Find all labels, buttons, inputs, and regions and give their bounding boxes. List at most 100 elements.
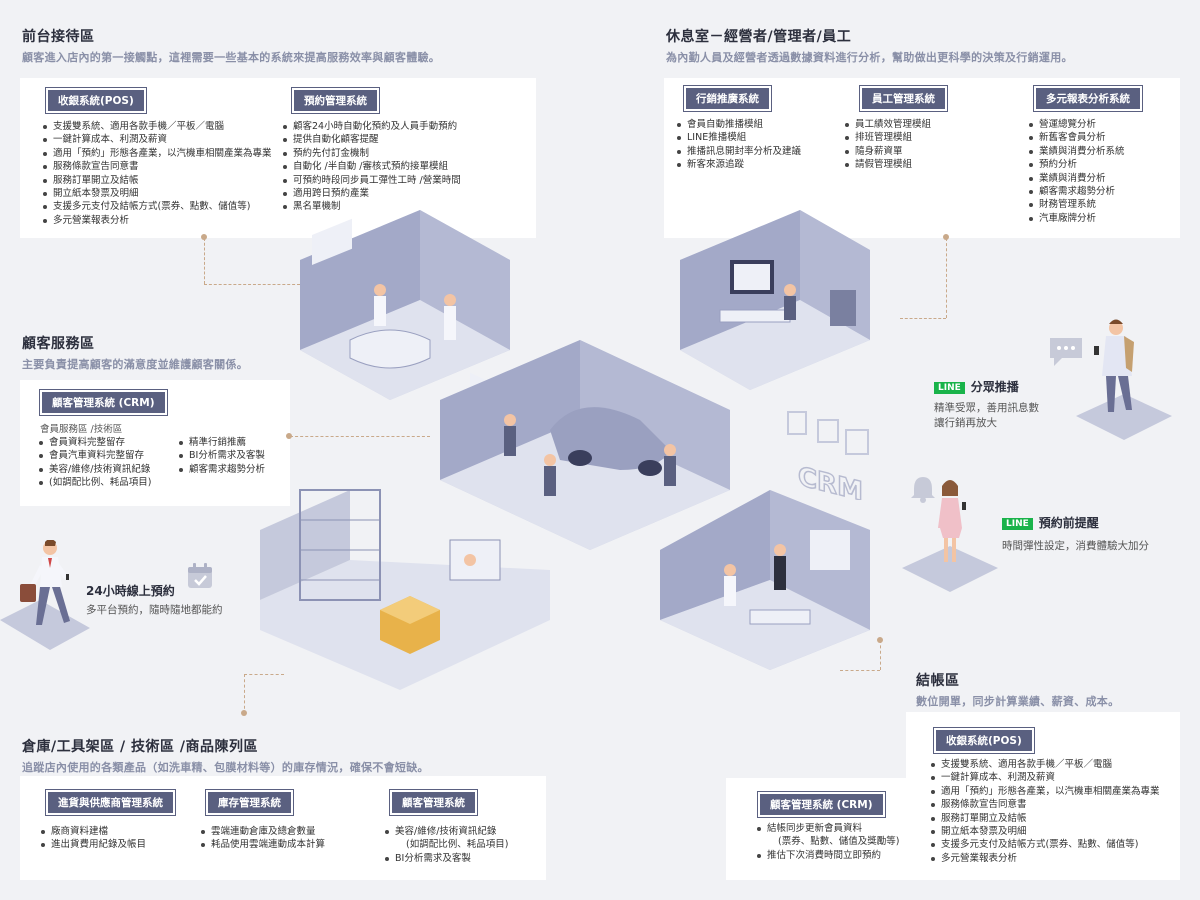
list-item: 推播訊息開封率分析及建議 xyxy=(676,145,801,158)
list-item: 服務條款宣告同意書 xyxy=(930,798,1160,811)
workshop-room xyxy=(440,340,730,550)
list-item: 一鍵計算成本、利潤及薪資 xyxy=(42,133,272,146)
line-remind-desc: 時間彈性設定，消費體驗大加分 xyxy=(1002,540,1149,552)
list-item: 黑名單機制 xyxy=(282,200,461,213)
connector-front-desk-h xyxy=(204,284,300,285)
connector-warehouse-h xyxy=(244,674,284,675)
calendar-icon xyxy=(188,563,212,588)
list-item: 適用「預約」形態各產業，以汽機車相關產業為專業 xyxy=(930,785,1160,798)
checkout-crm-badge: 顧客管理系統 (CRM) xyxy=(758,792,885,817)
list-item: 顧客需求趨勢分析 xyxy=(178,463,265,476)
front-desk-title: 前台接待區 xyxy=(22,29,95,45)
inventory-block: 庫存管理系統 雲端連動倉庫及總倉數量耗品使用雲端連動成本計算 xyxy=(200,790,325,852)
list-item: 新舊客會員分析 xyxy=(1028,131,1142,144)
list-item: 多元營業報表分析 xyxy=(42,214,272,227)
list-item: 會員自動推播模組 xyxy=(676,118,801,131)
staff-block: 員工管理系統 員工績效管理模組排班管理模組隨身薪資單請假管理模組 xyxy=(844,86,947,172)
list-item: BI分析需求及客製 xyxy=(178,449,265,462)
warehouse-customer-feature-list: 美容/維修/技術資訊紀錄(如調配比例、耗品項目)BI分析需求及客製 xyxy=(384,825,508,865)
list-item: 可預約時段同步員工彈性工時 /營業時間 xyxy=(282,174,461,187)
staff-feature-list: 員工績效管理模組排班管理模組隨身薪資單請假管理模組 xyxy=(844,118,947,172)
supply-block: 進貨與供應商管理系統 廠商資料建檔進出貨費用紀錄及帳目 xyxy=(40,790,175,852)
customer-with-phone-illustration xyxy=(1076,319,1172,440)
pos-block: 收銀系統(POS) 支援雙系統、適用各款手機／平板／電腦一鍵計算成本、利潤及薪資… xyxy=(42,88,272,227)
customer-service-header: 顧客服務區 主要負責提高顧客的滿意度並維護顧客關係。 xyxy=(22,333,248,372)
list-item: 顧客需求趨勢分析 xyxy=(1028,185,1142,198)
chat-bubble-icon xyxy=(1050,338,1082,366)
reports-badge: 多元報表分析系統 xyxy=(1034,86,1142,111)
lounge-header: 休息室－經營者/管理者/員工 為內勤人員及經營者透過數據資料進行分析，幫助做出更… xyxy=(666,26,1073,65)
online-booking-title: 24小時線上預約 xyxy=(86,584,175,598)
checkout-pos-block: 收銀系統(POS) xyxy=(934,728,1034,753)
online-booking-feature: 24小時線上預約 多平台預約，隨時隨地都能約 xyxy=(86,582,223,618)
list-item: 營運總覽分析 xyxy=(1028,118,1142,131)
online-booking-desc: 多平台預約，隨時隨地都能約 xyxy=(86,604,223,616)
list-item: (如調配比例、耗品項目) xyxy=(38,476,151,489)
list-item: 提供自動化顧客提醒 xyxy=(282,133,461,146)
warehouse-panel: 進貨與供應商管理系統 廠商資料建檔進出貨費用紀錄及帳目 庫存管理系統 雲端連動倉… xyxy=(20,776,546,880)
warehouse-customer-block: 顧客管理系統 美容/維修/技術資訊紀錄(如調配比例、耗品項目)BI分析需求及客製 xyxy=(384,790,508,865)
list-item: 美容/維修/技術資訊紀錄 xyxy=(38,463,151,476)
crm-stamp-illustration: CRM xyxy=(787,411,869,500)
connector-crm xyxy=(290,436,430,437)
list-item-continuation: (如調配比例、耗品項目) xyxy=(406,839,509,851)
list-item: 隨身薪資單 xyxy=(844,145,947,158)
line-remind-tag: LINE xyxy=(1002,517,1033,530)
lounge-room xyxy=(680,210,870,390)
line-push-title: 分眾推播 xyxy=(970,380,1019,394)
isometric-store-illustration xyxy=(260,210,870,690)
warehouse-header: 倉庫/工具架區 / 技術區 /商品陳列區 追蹤店內使用的各類產品（如洗車精、包膜… xyxy=(22,736,429,775)
booking-badge: 預約管理系統 xyxy=(292,88,379,113)
list-item: 進出貨費用紀錄及帳目 xyxy=(40,838,175,851)
woman-with-phone-illustration xyxy=(902,480,998,592)
connector-warehouse xyxy=(244,674,245,714)
connector-lounge xyxy=(946,238,947,318)
list-item: 支援多元支付及結帳方式(票券、點數、儲值等) xyxy=(930,838,1160,851)
inventory-badge: 庫存管理系統 xyxy=(206,790,293,815)
crm-panel: 顧客管理系統 (CRM) 會員服務區 /技術區 會員資料完整留存會員汽車資料完整… xyxy=(20,380,290,506)
list-item: 會員汽車資料完整留存 xyxy=(38,449,151,462)
list-item: 支援雙系統、適用各款手機／平板／電腦 xyxy=(42,120,272,133)
list-item: 開立紙本發票及明細 xyxy=(42,187,272,200)
front-desk-room xyxy=(300,210,510,415)
customer-service-subtitle: 主要負責提高顧客的滿意度並維護顧客關係。 xyxy=(22,358,248,371)
crm-badge: 顧客管理系統 (CRM) xyxy=(40,390,167,415)
pos-badge: 收銀系統(POS) xyxy=(46,88,146,113)
reports-block: 多元報表分析系統 營運總覽分析新舊客會員分析業績與消費分析系統預約分析業績與消費… xyxy=(1028,86,1142,225)
inventory-feature-list: 雲端連動倉庫及總倉數量耗品使用雲端連動成本計算 xyxy=(200,825,325,852)
front-desk-header: 前台接待區 顧客進入店內的第一接觸點，這裡需要一些基本的系統來提高服務效率與顧客… xyxy=(22,26,440,65)
staff-badge: 員工管理系統 xyxy=(860,86,947,111)
list-item: 業績與消費分析 xyxy=(1028,172,1142,185)
crm-col1-list: 會員資料完整留存會員汽車資料完整留存美容/維修/技術資訊紀錄(如調配比例、耗品項… xyxy=(38,436,151,490)
list-item: 財務管理系統 xyxy=(1028,198,1142,211)
line-remind-title: 預約前提醒 xyxy=(1038,516,1099,530)
connector-lounge-h xyxy=(900,318,946,319)
checkout-header: 結帳區 數位開單，同步計算業績、薪資、成本。 xyxy=(916,670,1119,709)
list-item: 汽車廠牌分析 xyxy=(1028,212,1142,225)
checkout-subtitle: 數位開單，同步計算業績、薪資、成本。 xyxy=(916,695,1120,708)
list-item: 多元營業報表分析 xyxy=(930,852,1160,865)
connector-front-desk xyxy=(204,238,205,284)
list-item: 廠商資料建檔 xyxy=(40,825,175,838)
pos-feature-list: 支援雙系統、適用各款手機／平板／電腦一鍵計算成本、利潤及薪資適用「預約」形態各產… xyxy=(42,120,272,227)
line-push-desc-1: 精準受眾，善用訊息數 xyxy=(934,402,1039,414)
list-item: 服務訂單開立及結帳 xyxy=(42,174,272,187)
checkout-title: 結帳區 xyxy=(916,673,960,689)
booking-feature-list: 顧客24小時自動化預約及人員手動預約提供自動化顧客提醒預約先付訂金機制自動化 /… xyxy=(282,120,461,214)
reports-feature-list: 營運總覽分析新舊客會員分析業績與消費分析系統預約分析業績與消費分析顧客需求趨勢分… xyxy=(1028,118,1142,225)
list-item: 新客來源追蹤 xyxy=(676,158,801,171)
bell-icon xyxy=(911,477,935,503)
lounge-subtitle: 為內勤人員及經營者透過數據資料進行分析，幫助做出更科學的決策及行銷運用。 xyxy=(666,51,1073,64)
list-item: 服務訂單開立及結帳 xyxy=(930,812,1160,825)
list-item: 雲端連動倉庫及總倉數量 xyxy=(200,825,325,838)
list-item: 精準行銷推薦 xyxy=(178,436,265,449)
list-item: LINE推播模組 xyxy=(676,131,801,144)
marketing-badge: 行銷推廣系統 xyxy=(684,86,771,111)
list-item: 支援雙系統、適用各款手機／平板／電腦 xyxy=(930,758,1160,771)
list-item: 預約先付訂金機制 xyxy=(282,147,461,160)
list-item: 適用「預約」形態各產業，以汽機車相關產業為專業 xyxy=(42,147,272,160)
